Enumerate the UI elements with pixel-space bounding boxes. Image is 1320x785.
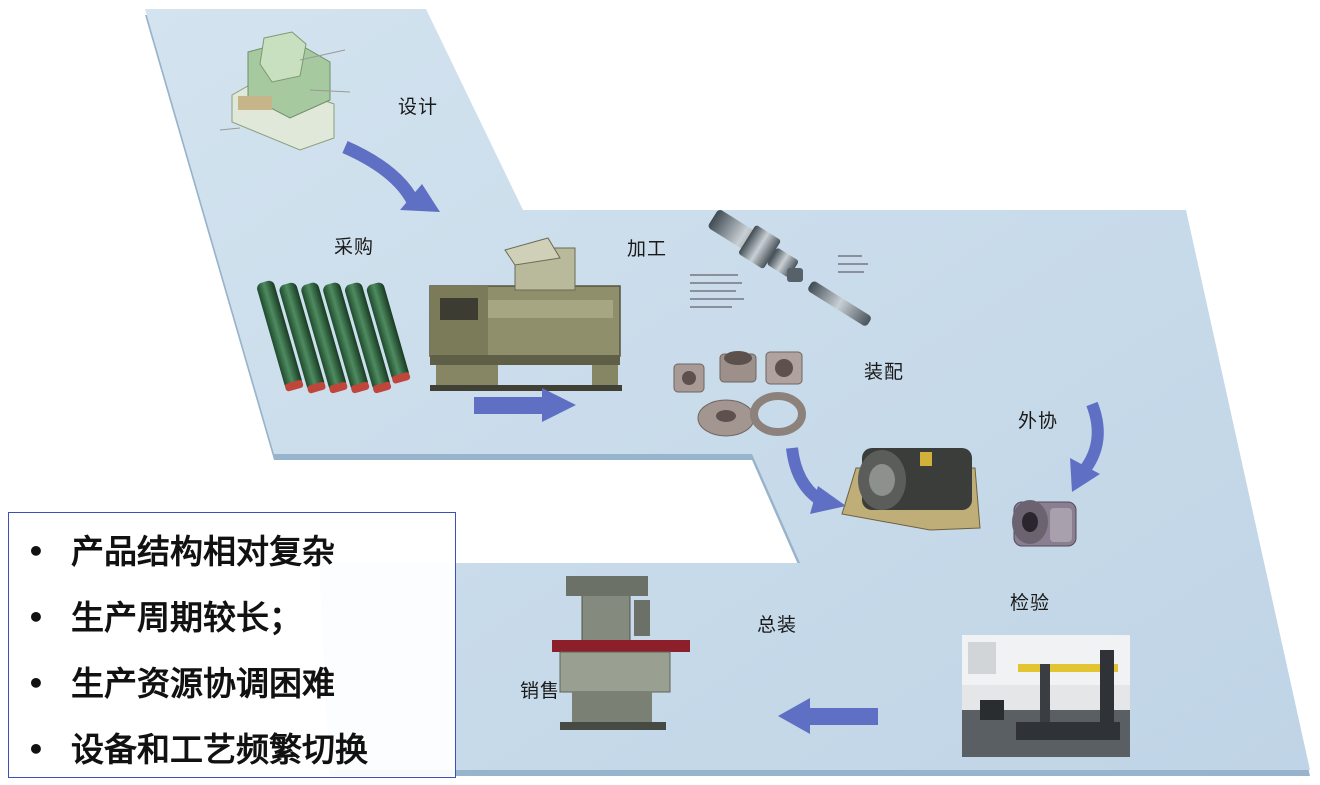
outsourced-chuck-image (1012, 500, 1077, 547)
stage-label-inspection: 检验 (1010, 592, 1051, 614)
arrow-procurement-to-machining (474, 397, 544, 414)
characteristic-item: 产品结构相对复杂 (9, 519, 455, 585)
arrow-procurement-to-machining-head (542, 388, 576, 422)
arrow-parts-to-assembly-head (810, 486, 846, 514)
arrow-inspection-to-sales-head (778, 698, 810, 734)
characteristic-item: 生产周期较长； (9, 585, 455, 651)
design-drawing-image (219, 31, 351, 151)
arrow-outsourcing-to-inspection (1080, 401, 1104, 472)
stage-label-outsourcing: 外协 (1018, 410, 1059, 432)
inspection-cmm-photo (962, 635, 1130, 757)
assembled-spindle-head-image (841, 448, 981, 531)
stage-label-final-assembly: 总装 (757, 614, 798, 636)
cutting-tool-holder-image (690, 209, 871, 326)
stage-label-design: 设计 (398, 96, 439, 118)
stage-label-assembly-parts: 装配 (864, 361, 905, 383)
machined-parts-image (673, 351, 806, 437)
characteristic-item: 生产资源协调困难 (9, 651, 455, 717)
raw-material-rods-image (257, 280, 411, 394)
stage-label-machining: 加工 (627, 238, 668, 260)
stage-label-sales: 销售 (520, 680, 561, 702)
lathe-machine-image (429, 237, 622, 391)
arrow-outsourcing-to-inspection-head (1070, 458, 1100, 492)
milling-machine-image (552, 576, 690, 730)
flow-arrows (342, 141, 1104, 734)
characteristics-box: 产品结构相对复杂 生产周期较长； 生产资源协调困难 设备和工艺频繁切换 (8, 512, 456, 783)
stage-label-procurement: 采购 (334, 236, 375, 258)
characteristics-list: 产品结构相对复杂 生产周期较长； 生产资源协调困难 设备和工艺频繁切换 (9, 513, 455, 783)
arrow-design-to-procurement-head (400, 184, 440, 212)
arrow-inspection-to-sales (808, 708, 878, 725)
characteristic-item: 设备和工艺频繁切换 (9, 717, 455, 783)
